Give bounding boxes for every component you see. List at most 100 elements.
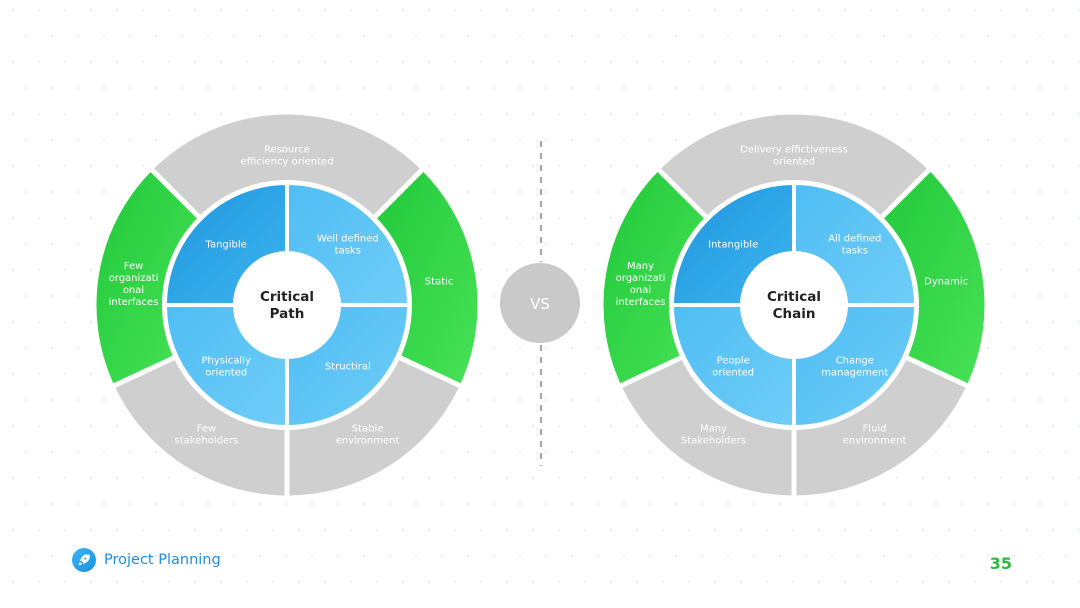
bg-dot — [986, 138, 990, 142]
bg-dot — [50, 398, 54, 402]
bg-dot — [687, 580, 691, 584]
bg-dot — [999, 372, 1003, 376]
bg-dot — [271, 528, 275, 532]
bg-dot — [804, 86, 808, 90]
bg-dot — [414, 502, 418, 506]
bg-dot — [323, 528, 327, 532]
bg-dot — [271, 580, 275, 584]
bg-dot — [531, 112, 535, 116]
bg-dot — [271, 60, 275, 64]
rocket-icon — [72, 548, 96, 572]
bg-dot — [830, 502, 834, 506]
bg-dot — [609, 112, 613, 116]
bg-dot — [63, 528, 67, 532]
bg-dot — [37, 216, 41, 220]
bg-dot — [674, 86, 678, 90]
bg-dot — [557, 372, 561, 376]
bg-dot — [1077, 216, 1080, 220]
bg-dot — [453, 476, 457, 480]
bg-dot — [1012, 242, 1016, 246]
bg-dot — [219, 112, 223, 116]
bg-dot — [323, 60, 327, 64]
bg-dot — [557, 8, 561, 12]
right-wheel-outer-label: Dynamic — [924, 276, 968, 287]
bg-dot — [895, 476, 899, 480]
bg-dot — [609, 216, 613, 220]
bg-dot — [479, 372, 483, 376]
bg-dot — [492, 450, 496, 454]
bg-dot — [947, 424, 951, 428]
bg-dot — [115, 164, 119, 168]
bg-dot — [726, 86, 730, 90]
bg-dot — [258, 34, 262, 38]
bg-dot — [934, 138, 938, 142]
bg-dot — [921, 112, 925, 116]
bg-dot — [752, 554, 756, 558]
bg-dot — [791, 8, 795, 12]
bg-dot — [1025, 320, 1029, 324]
bg-dot — [713, 580, 717, 584]
bg-dot — [76, 502, 80, 506]
bg-dot — [999, 424, 1003, 428]
bg-dot — [895, 8, 899, 12]
bg-dot — [1077, 60, 1080, 64]
bg-dot — [583, 580, 587, 584]
bg-dot — [154, 138, 158, 142]
bg-dot — [37, 320, 41, 324]
bg-dot — [1077, 112, 1080, 116]
bg-dot — [687, 112, 691, 116]
bg-dot — [167, 112, 171, 116]
bg-dot — [882, 86, 886, 90]
bg-dot — [63, 8, 67, 12]
bg-dot — [830, 34, 834, 38]
bg-dot — [583, 60, 587, 64]
bg-dot — [102, 190, 106, 194]
bg-dot — [999, 112, 1003, 116]
bg-dot — [89, 372, 93, 376]
bg-dot — [1064, 34, 1068, 38]
bg-dot — [557, 528, 561, 532]
bg-dot — [1038, 346, 1042, 350]
bg-dot — [635, 164, 639, 168]
bg-dot — [11, 164, 15, 168]
bg-dot — [1025, 112, 1029, 116]
bg-dot — [284, 554, 288, 558]
bg-dot — [908, 502, 912, 506]
bg-dot — [596, 138, 600, 142]
bg-dot — [1064, 346, 1068, 350]
bg-dot — [752, 86, 756, 90]
bg-dot — [544, 190, 548, 194]
bg-dot — [180, 86, 184, 90]
bg-dot — [11, 528, 15, 532]
left-wheel-outer-label: Static — [425, 276, 454, 287]
bg-dot — [1051, 60, 1055, 64]
bg-dot — [544, 138, 548, 142]
bg-dot — [622, 86, 626, 90]
bg-dot — [869, 528, 873, 532]
bg-dot — [856, 554, 860, 558]
bg-dot — [986, 502, 990, 506]
bg-dot — [193, 580, 197, 584]
bg-dot — [1064, 86, 1068, 90]
bg-dot — [518, 190, 522, 194]
bg-dot — [531, 580, 535, 584]
bg-dot — [1038, 450, 1042, 454]
bg-dot — [375, 60, 379, 64]
bg-dot — [882, 502, 886, 506]
bg-dot — [687, 528, 691, 532]
bg-dot — [817, 60, 821, 64]
bg-dot — [440, 450, 444, 454]
bg-dot — [622, 190, 626, 194]
bg-dot — [37, 424, 41, 428]
bg-dot — [37, 476, 41, 480]
bg-dot — [882, 554, 886, 558]
bg-dot — [141, 60, 145, 64]
bg-dot — [518, 450, 522, 454]
bg-dot — [1012, 450, 1016, 454]
bg-dot — [505, 164, 509, 168]
bg-dot — [908, 138, 912, 142]
bg-dot — [440, 502, 444, 506]
bg-dot — [76, 190, 80, 194]
